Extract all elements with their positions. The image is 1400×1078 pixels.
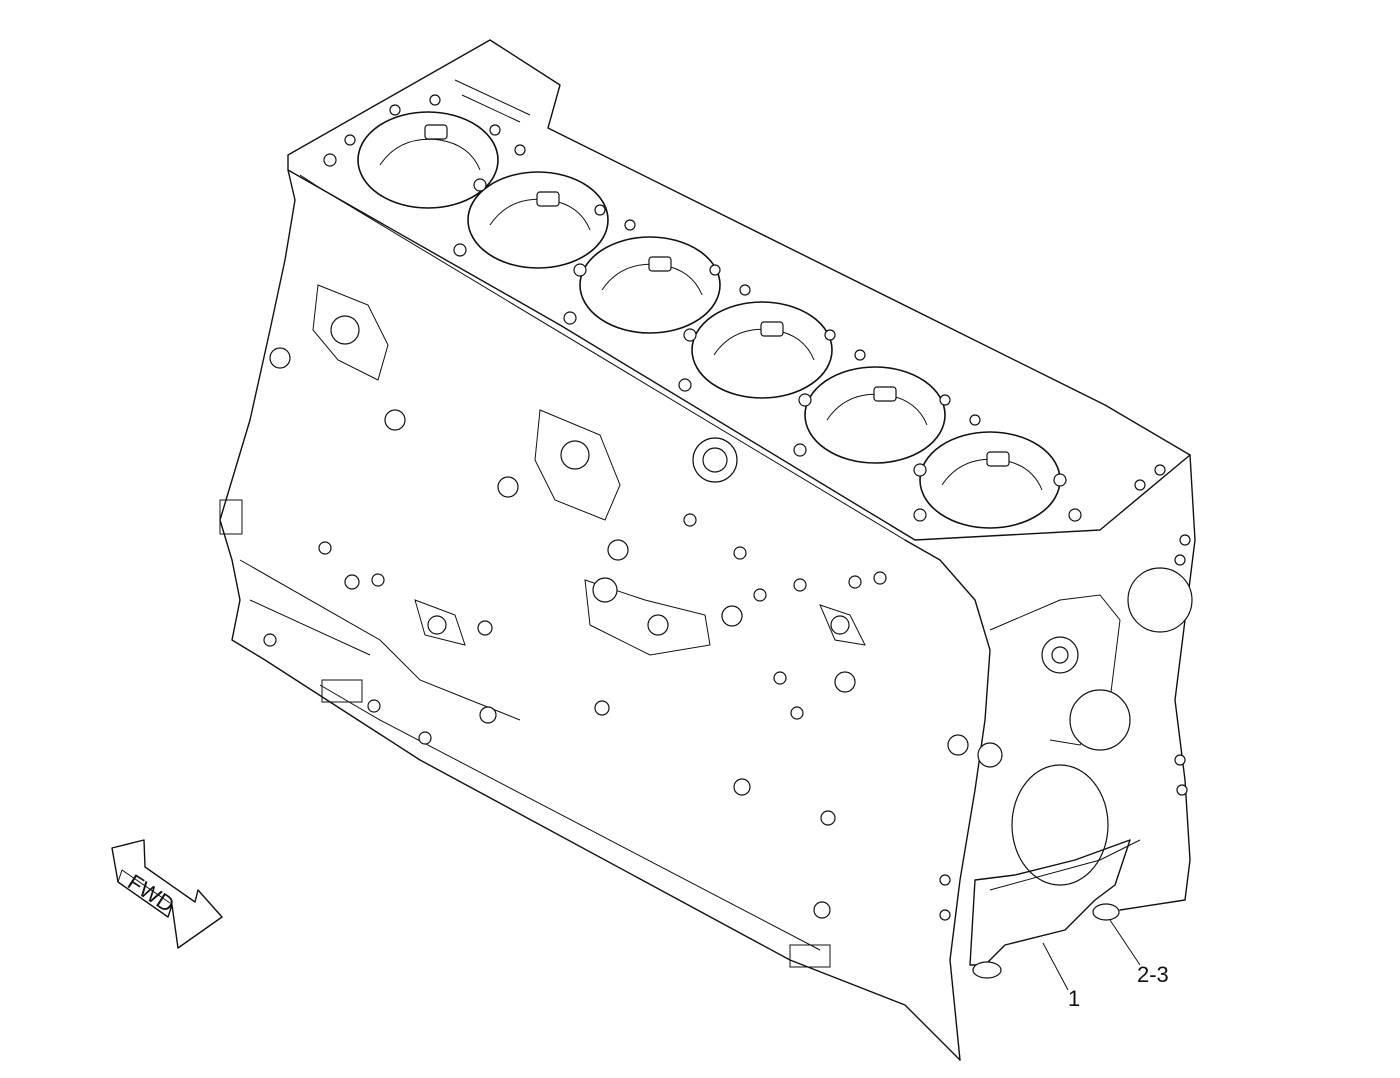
cylinder-bore-5 xyxy=(804,366,946,464)
cylinder-bores xyxy=(357,111,1061,529)
front-seal-housing xyxy=(969,839,1141,979)
fwd-arrow-icon: FWD xyxy=(111,839,223,949)
callout-label-2-3: 2-3 xyxy=(1137,962,1169,987)
callout-label-1: 1 xyxy=(1068,986,1080,1011)
callout-leaders xyxy=(1042,919,1141,991)
cylinder-bore-4 xyxy=(691,301,833,399)
deck-bolt-holes xyxy=(323,94,1166,522)
cylinder-bore-3 xyxy=(579,236,721,334)
front-face-features xyxy=(939,534,1193,921)
block-front-face xyxy=(904,454,1196,1061)
leader-line-1 xyxy=(1042,942,1069,991)
bore-details xyxy=(379,124,1043,491)
leader-line-2-3 xyxy=(1109,919,1141,966)
cylinder-bore-6 xyxy=(919,431,1061,529)
cylinder-bore-2 xyxy=(467,171,609,269)
bolt-head-left xyxy=(1092,903,1120,921)
bolt-head-right xyxy=(972,961,1002,979)
cylinder-bore-1 xyxy=(357,111,499,209)
side-bosses xyxy=(219,284,969,968)
